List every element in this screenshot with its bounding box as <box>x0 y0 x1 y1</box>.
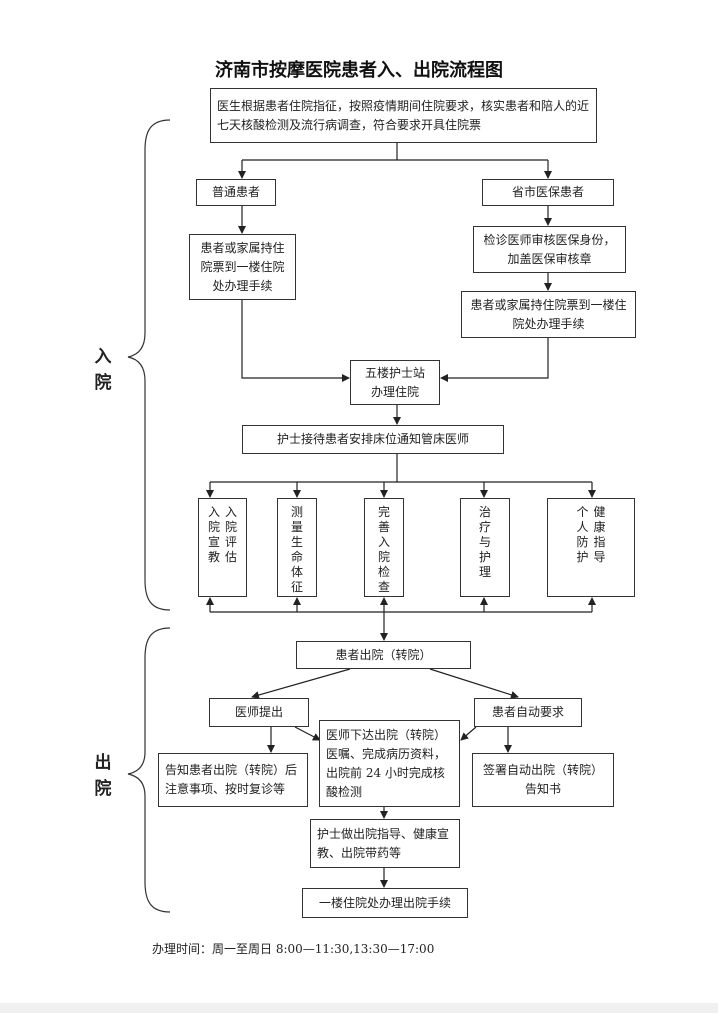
exams-text: 完善入院检查 <box>377 505 390 594</box>
start-node: 医生根据患者住院指征，按照疫情期间住院要求，核实患者和陪人的近七天核酸检测及流行… <box>210 88 597 143</box>
final-procedure-node: 一楼住院处办理出院手续 <box>302 888 468 918</box>
health-guidance-text: 健康指导 <box>593 505 606 564</box>
ordinary-patient-text: 普通患者 <box>211 185 260 199</box>
inform-patient-text: 告知患者出院（转院）后注意事项、按时复诊等 <box>165 763 298 796</box>
admission-label-char: 入 <box>94 347 112 367</box>
personal-protection-text: 个人防护 <box>576 505 589 564</box>
inform-patient-node: 告知患者出院（转院）后注意事项、按时复诊等 <box>158 753 308 807</box>
patient-requests-text: 患者自动要求 <box>491 705 564 719</box>
ordinary-patient-node: 普通患者 <box>196 179 276 206</box>
discharge-brace <box>127 627 171 913</box>
discharge-label-char: 出 <box>94 753 112 773</box>
nurse-guidance-text: 护士做出院指导、健康宣教、出院带药等 <box>317 826 450 860</box>
patient-requests-node: 患者自动要求 <box>474 698 582 727</box>
page-title: 济南市按摩医院患者入、出院流程图 <box>215 60 503 81</box>
insurance-review-text: 检诊医师审核医保身份，加盖医保审核章 <box>483 232 616 266</box>
ordinary-procedure-node: 患者或家属持住院票到一楼住院处办理手续 <box>189 234 296 300</box>
insured-procedure-node: 患者或家属持住院票到一楼住院处办理手续 <box>461 291 636 338</box>
treatment-text: 治疗与护理 <box>478 505 491 579</box>
insured-procedure-text: 患者或家属持住院票到一楼住院处办理手续 <box>470 297 627 331</box>
arrow <box>429 668 519 699</box>
sign-notice-node: 签署自动出院（转院）告知书 <box>472 753 614 807</box>
vitals-text: 测量生命体征 <box>290 505 303 594</box>
insured-patient-text: 省市医保患者 <box>511 185 584 199</box>
nurse-station-node: 五楼护士站办理住院 <box>350 360 440 405</box>
discharge-label: 出 院 <box>93 750 113 802</box>
arrow <box>294 726 321 741</box>
admission-brace <box>127 119 171 611</box>
health-guidance-node: 个人防护 健康指导 <box>547 498 635 597</box>
admission-assessment-text: 入院评估 <box>224 505 237 564</box>
admission-label-char: 院 <box>94 373 112 393</box>
admission-label: 入 院 <box>93 344 113 396</box>
ordinary-procedure-text: 患者或家属持住院票到一楼住院处办理手续 <box>200 240 285 293</box>
doctor-orders-text: 医师下达出院（转院）医嘱、完成病历资料，出院前 24 小时完成核酸检测 <box>326 727 447 799</box>
final-procedure-text: 一楼住院处办理出院手续 <box>318 895 451 910</box>
arrow <box>460 726 477 741</box>
discharge-node: 患者出院（转院） <box>296 641 471 669</box>
vitals-node: 测量生命体征 <box>277 498 317 597</box>
arrow <box>251 668 351 699</box>
start-node-text: 医生根据患者住院指征，按照疫情期间住院要求，核实患者和陪人的近七天核酸检测及流行… <box>217 98 590 132</box>
office-hours: 办理时间：周一至周日 8:00—11:30,13:30—17:00 <box>152 942 435 956</box>
nurse-reception-node: 护士接待患者安排床位通知管床医师 <box>242 425 504 454</box>
sign-notice-text: 签署自动出院（转院）告知书 <box>482 763 603 796</box>
nurse-reception-text: 护士接待患者安排床位通知管床医师 <box>276 432 469 446</box>
discharge-label-char: 院 <box>94 779 112 799</box>
footer-strip <box>0 1003 718 1013</box>
treatment-node: 治疗与护理 <box>460 498 510 597</box>
admission-education-node: 入院宣教 入院评估 <box>198 498 247 597</box>
insured-patient-node: 省市医保患者 <box>482 179 614 206</box>
admission-education-text: 入院宣教 <box>207 505 220 564</box>
doctor-orders-node: 医师下达出院（转院）医嘱、完成病历资料，出院前 24 小时完成核酸检测 <box>319 720 460 807</box>
arrow <box>440 338 549 382</box>
doctor-proposes-node: 医师提出 <box>209 698 309 727</box>
exams-node: 完善入院检查 <box>364 498 404 597</box>
arrow <box>241 300 350 382</box>
discharge-text: 患者出院（转院） <box>335 647 432 662</box>
insurance-review-node: 检诊医师审核医保身份，加盖医保审核章 <box>473 226 626 273</box>
nurse-station-text: 五楼护士站办理住院 <box>365 365 426 399</box>
doctor-proposes-text: 医师提出 <box>234 705 283 719</box>
nurse-guidance-node: 护士做出院指导、健康宣教、出院带药等 <box>310 819 460 868</box>
